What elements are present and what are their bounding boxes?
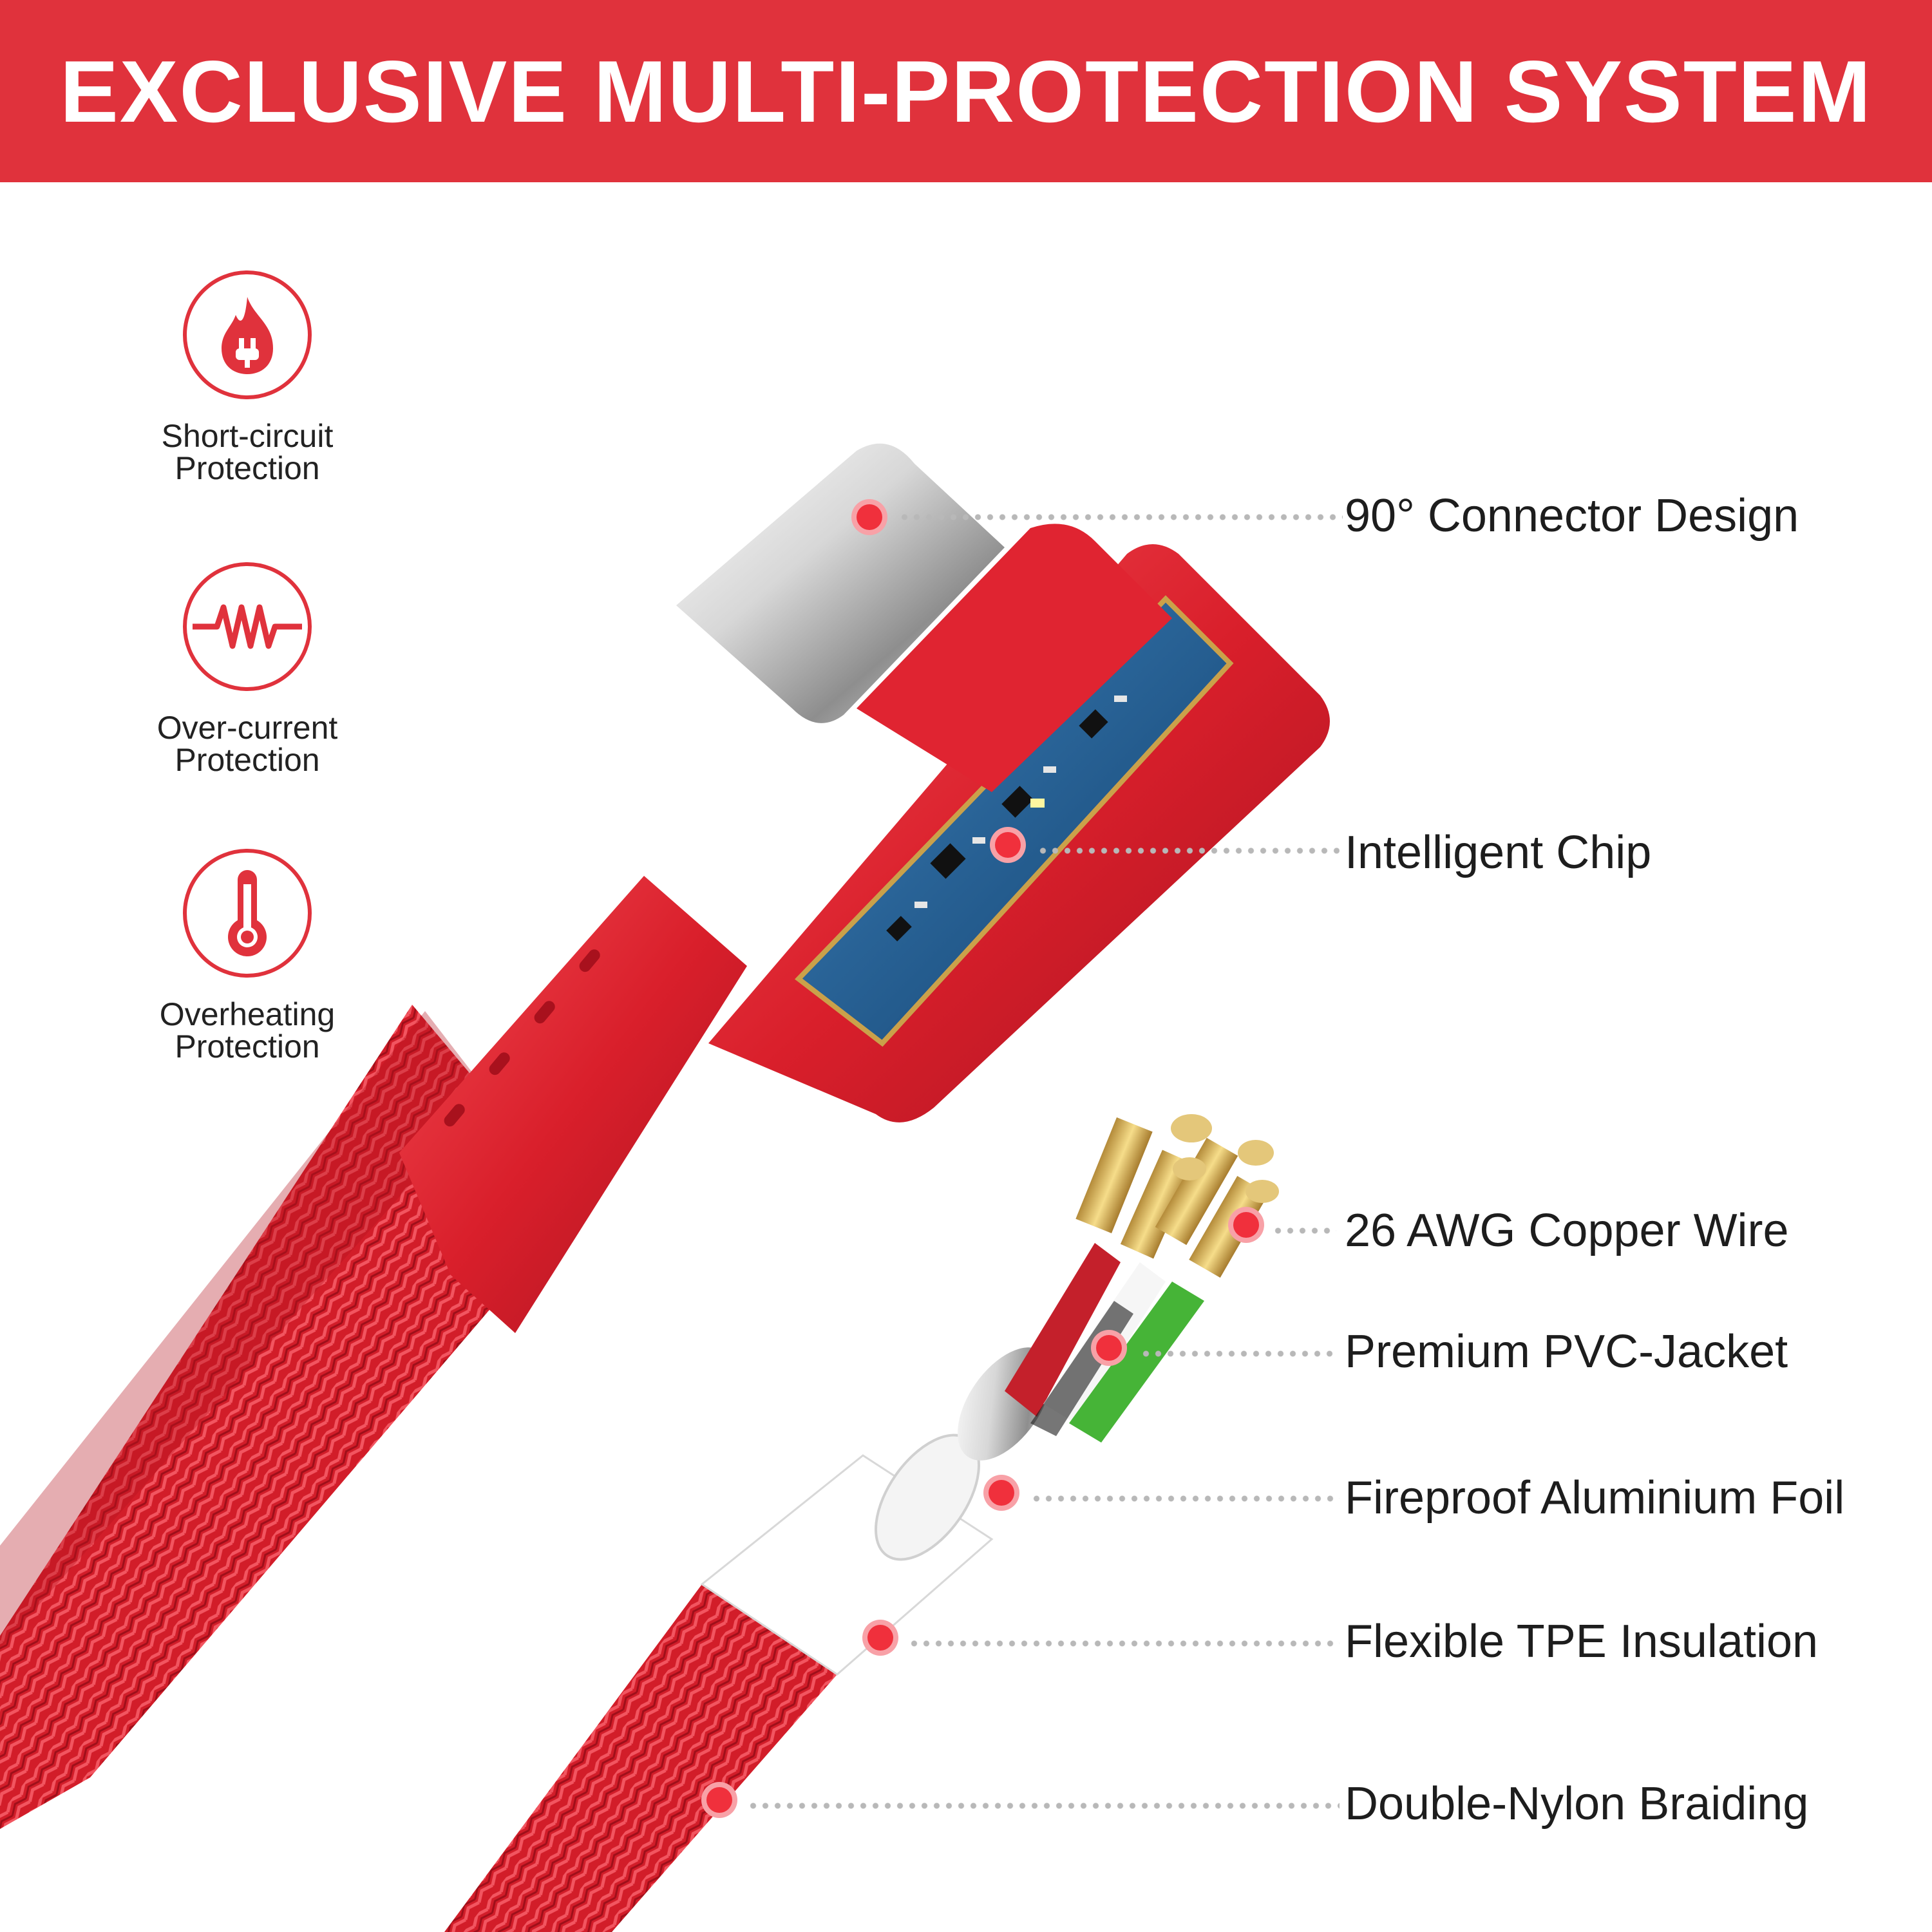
callout-tpe: Flexible TPE Insulation (1345, 1616, 1819, 1667)
feature-label-over-current: Over-current Protection (116, 712, 379, 776)
marker-braid (701, 1782, 737, 1818)
header-banner: EXCLUSIVE MULTI-PROTECTION SYSTEM (0, 0, 1932, 182)
feature-short-circuit: Short-circuit Protection (116, 270, 379, 484)
banner-title: EXCLUSIVE MULTI-PROTECTION SYSTEM (60, 42, 1872, 140)
callout-pvc: Premium PVC-Jacket (1345, 1326, 1788, 1378)
callout-foil: Fireproof Aluminium Foil (1345, 1472, 1845, 1524)
feature-label-short-circuit: Short-circuit Protection (116, 420, 379, 484)
feature-label-line1: Over-current (156, 710, 338, 746)
marker-foil (983, 1475, 1019, 1511)
feature-label-line2: Protection (175, 742, 320, 778)
callout-copper: 26 AWG Copper Wire (1345, 1205, 1789, 1256)
leader-connector (898, 514, 1343, 520)
callout-connector: 90° Connector Design (1345, 490, 1799, 542)
marker-connector (851, 499, 887, 535)
marker-chip (990, 827, 1026, 863)
current-wave-icon (183, 562, 312, 691)
leader-pvc (1140, 1350, 1336, 1357)
callout-braid: Double-Nylon Braiding (1345, 1778, 1809, 1830)
callout-chip: Intelligent Chip (1345, 827, 1652, 878)
feature-overheating: Overheating Protection (116, 849, 379, 1063)
feature-label-overheating: Overheating Protection (116, 998, 379, 1063)
feature-label-line1: Overheating (159, 996, 336, 1032)
leader-tpe (908, 1640, 1340, 1647)
cable-illustration (0, 443, 1330, 1932)
marker-pvc (1091, 1330, 1127, 1366)
thermometer-icon (183, 849, 312, 978)
marker-copper (1228, 1207, 1264, 1243)
feature-label-line2: Protection (175, 450, 320, 486)
flame-plug-icon (183, 270, 312, 399)
leader-foil (1030, 1495, 1340, 1502)
feature-over-current: Over-current Protection (116, 562, 379, 776)
leader-braid (747, 1803, 1340, 1809)
feature-label-line2: Protection (175, 1028, 320, 1065)
leader-copper (1272, 1227, 1336, 1234)
feature-label-line1: Short-circuit (161, 418, 334, 454)
marker-tpe (862, 1620, 898, 1656)
leader-chip (1037, 848, 1340, 854)
